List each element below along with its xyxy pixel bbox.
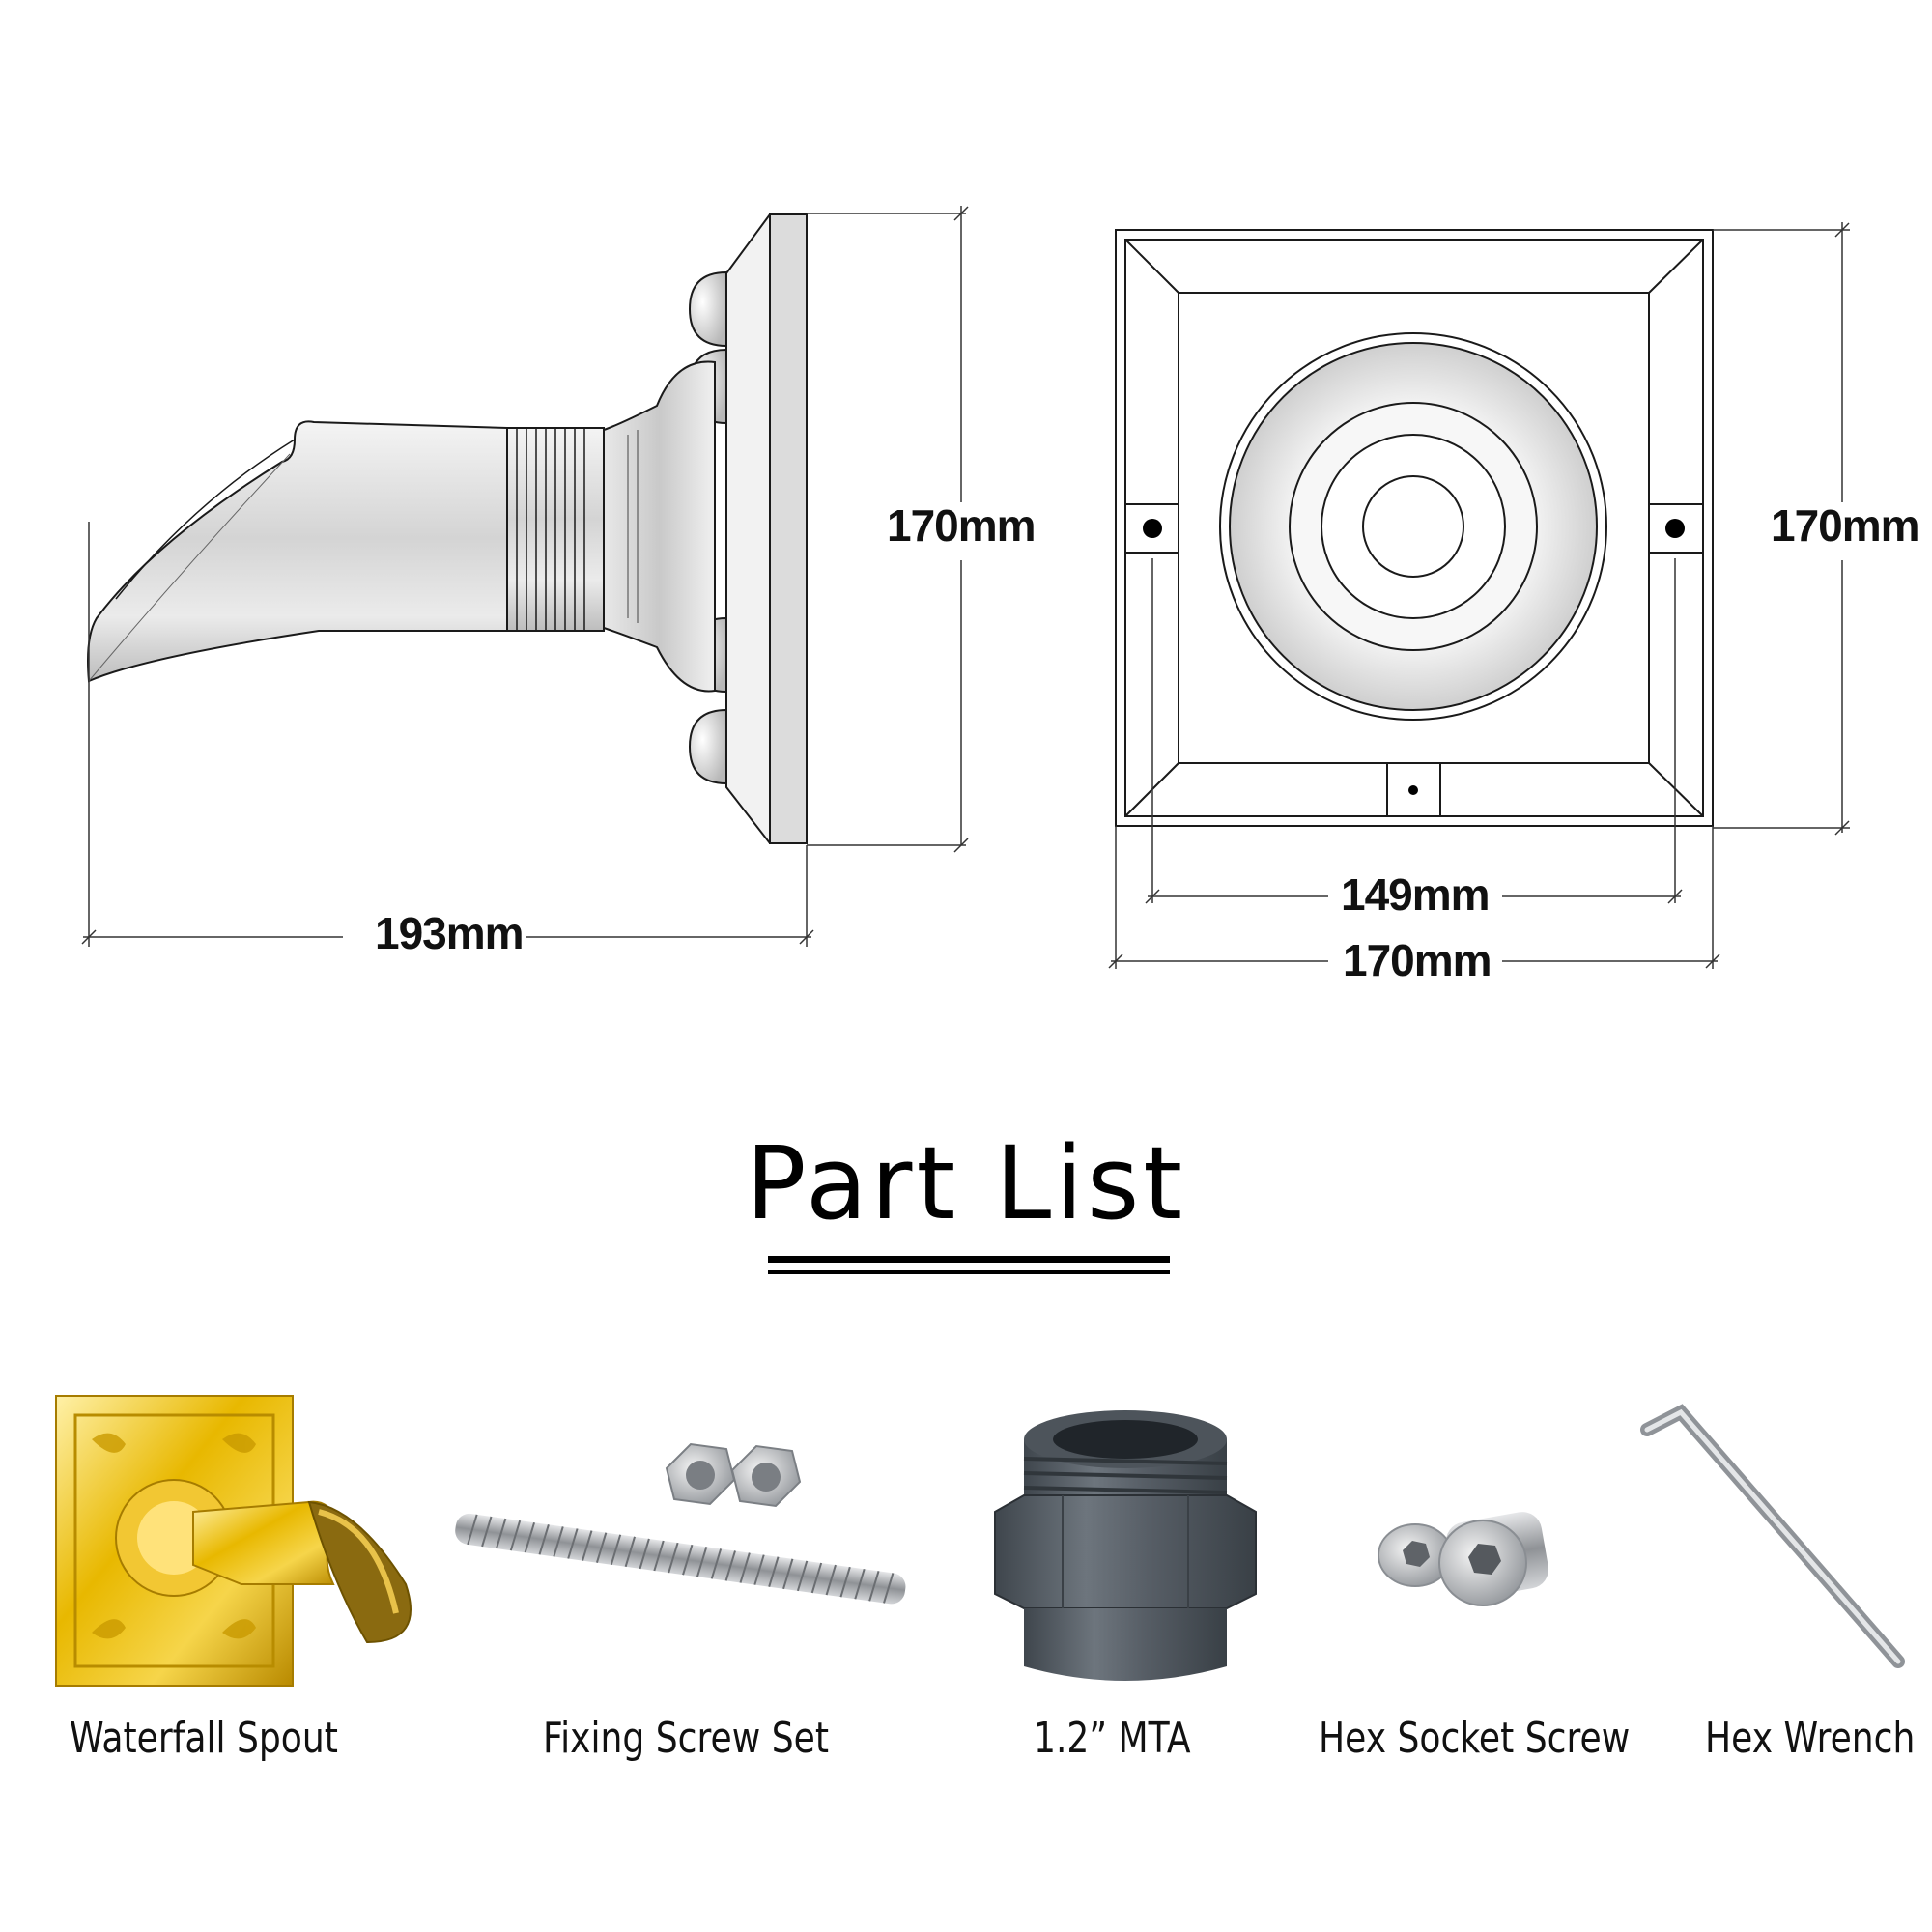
hole-spacing-label: 149mm (1341, 869, 1490, 920)
part-label-hex-wrench: Hex Wrench (1705, 1714, 1916, 1763)
threaded-rod-and-nuts-icon (455, 1442, 906, 1605)
pvc-male-thread-adapter-icon (994, 1410, 1257, 1681)
part-label-fixing-screw-set: Fixing Screw Set (543, 1714, 829, 1763)
part-list-title: Part List (745, 1124, 1187, 1242)
side-view (87, 213, 808, 844)
front-width-label: 170mm (1343, 935, 1492, 985)
side-width-label: 193mm (375, 908, 524, 958)
dimension-diagram: 193mm 170mm (81, 206, 1920, 985)
outlet-hole (1362, 475, 1464, 578)
spout-flange (603, 360, 716, 693)
part-label-waterfall-spout: Waterfall Spout (70, 1714, 338, 1763)
front-view (1115, 229, 1714, 827)
title-underline-thin (768, 1270, 1170, 1274)
side-height-label: 170mm (887, 500, 1036, 551)
parts-illustrations (55, 1395, 1905, 1687)
title-underline-thick (768, 1256, 1170, 1263)
allen-key-icon (1640, 1404, 1905, 1668)
spout-body (87, 420, 508, 683)
front-height-label: 170mm (1771, 500, 1919, 551)
hex-socket-plugs-icon (1378, 1512, 1549, 1606)
part-label-hex-socket-screw: Hex Socket Screw (1319, 1714, 1631, 1763)
brass-waterfall-spout-icon (55, 1395, 412, 1687)
part-label-mta: 1.2” MTA (1034, 1714, 1191, 1763)
mounting-holes (1143, 519, 1685, 795)
